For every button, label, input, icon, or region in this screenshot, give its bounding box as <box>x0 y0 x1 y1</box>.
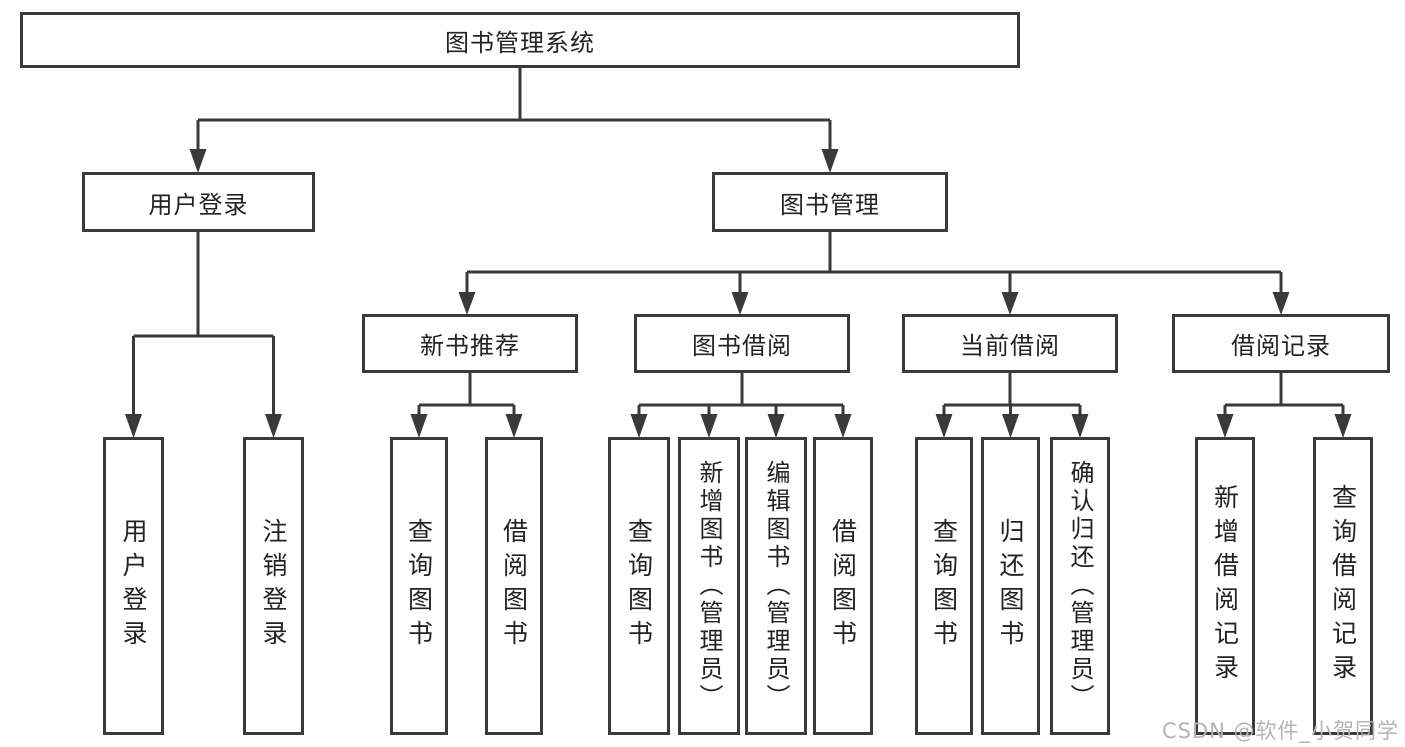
node-label: 图书管理 <box>780 190 880 219</box>
node-label: 用户登录 <box>148 190 249 219</box>
node-book-borrowing: 图书借阅 <box>634 314 850 373</box>
leaf-label: 编辑图书（管理员） <box>762 460 790 712</box>
leaf-borrow-books: 借阅图书 <box>813 437 873 735</box>
leaf-query-books-borrowing: 查询图书 <box>608 437 670 735</box>
node-label: 新书推荐 <box>420 332 520 360</box>
leaf-query-books-recommend: 查询图书 <box>390 437 448 735</box>
node-label: 当前借阅 <box>960 332 1060 360</box>
leaf-label: 查询图书 <box>404 518 434 654</box>
leaf-label: 新增图书（管理员） <box>695 460 723 712</box>
csdn-watermark: CSDN @软件_小贺同学 <box>1161 719 1399 743</box>
leaf-borrow-books-recommend: 借阅图书 <box>485 437 543 735</box>
leaf-label: 借阅图书 <box>499 518 529 654</box>
node-library-management-system: 图书管理系统 <box>20 12 1020 68</box>
leaf-user-login: 用户登录 <box>103 437 164 735</box>
leaf-label: 查询图书 <box>624 518 654 654</box>
leaf-query-books-current: 查询图书 <box>915 437 973 735</box>
leaf-label: 借阅图书 <box>828 518 858 654</box>
leaf-logout: 注销登录 <box>243 437 304 735</box>
arrowheads <box>125 149 1352 438</box>
leaf-confirm-return-admin: 确认归还（管理员） <box>1050 437 1110 735</box>
leaf-label: 注销登录 <box>259 518 288 654</box>
node-current-borrowing: 当前借阅 <box>902 314 1118 373</box>
leaf-label: 归还图书 <box>996 518 1025 654</box>
node-label: 借阅记录 <box>1231 332 1331 360</box>
node-label: 图书借阅 <box>692 332 792 360</box>
leaf-label: 查询图书 <box>929 518 959 654</box>
leaf-add-books-admin: 新增图书（管理员） <box>678 437 740 735</box>
leaf-label: 查询借阅记录 <box>1328 484 1358 688</box>
leaf-label: 确认归还（管理员） <box>1066 460 1094 712</box>
node-label: 图书管理系统 <box>445 28 595 57</box>
leaf-edit-books-admin: 编辑图书（管理员） <box>745 437 807 735</box>
node-user-login: 用户登录 <box>82 172 315 232</box>
node-new-book-recommendation: 新书推荐 <box>362 314 578 373</box>
leaf-label: 用户登录 <box>119 518 148 654</box>
leaf-label: 新增借阅记录 <box>1210 484 1240 688</box>
leaf-query-borrow-record: 查询借阅记录 <box>1313 437 1373 735</box>
node-borrowing-records: 借阅记录 <box>1172 314 1390 373</box>
leaf-return-books: 归还图书 <box>981 437 1040 735</box>
leaf-add-borrow-record: 新增借阅记录 <box>1195 437 1255 735</box>
node-book-management: 图书管理 <box>712 172 948 232</box>
